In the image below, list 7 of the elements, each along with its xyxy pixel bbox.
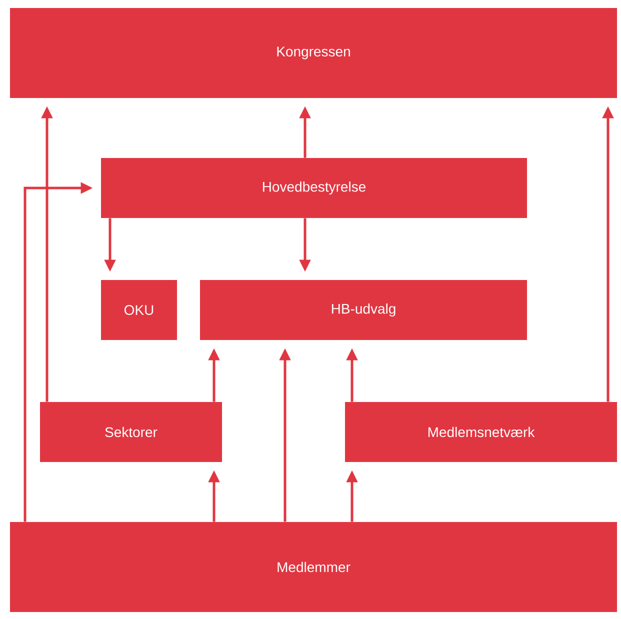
box: OKU [101, 280, 177, 340]
box: Kongressen [10, 8, 617, 98]
box: Medlemmer [10, 522, 617, 612]
box: HB-udvalg [200, 280, 527, 340]
box: Hovedbestyrelse [101, 158, 527, 218]
box: Sektorer [40, 402, 222, 462]
box: Medlemsnetværk [345, 402, 617, 462]
